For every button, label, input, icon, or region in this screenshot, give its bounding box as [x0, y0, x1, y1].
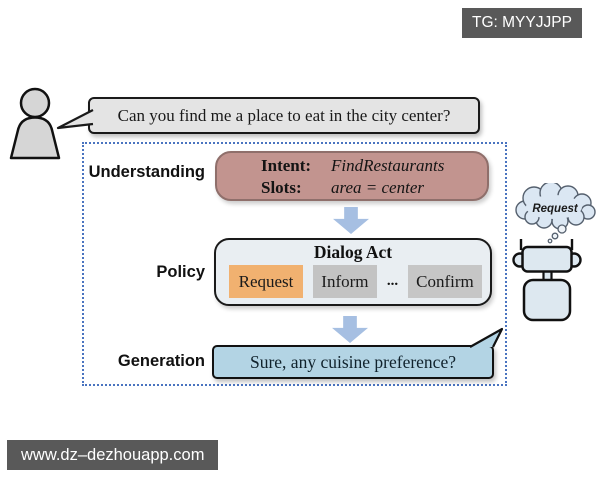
dialog-act-ellipsis: ... [386, 273, 399, 289]
dialog-act-inform-chip: Inform [312, 265, 377, 298]
intent-value: FindRestaurants [331, 156, 445, 175]
dialog-act-title: Dialog Act [313, 242, 393, 262]
slots-value: area = center [331, 178, 424, 197]
intent-key: Intent: [261, 156, 312, 175]
watermark-tg-badge: TG: MYYJJPP [462, 8, 582, 38]
watermark-url-badge: www.dz–dezhouapp.com [7, 440, 219, 470]
user-utterance-text: Can you find me a place to eat in the ci… [117, 105, 451, 125]
slots-row: Slots: area = center [261, 177, 487, 199]
intent-row: Intent: FindRestaurants [261, 155, 487, 177]
understanding-output-box: Intent: FindRestaurants Slots: area = cent… [215, 151, 489, 201]
policy-dialog-act-box: Dialog Act Request Inform ... Confirm [214, 238, 492, 306]
stage-label-policy: Policy [156, 263, 205, 281]
stage-label-generation: Generation [117, 352, 205, 370]
system-response-bubble-tail-icon [469, 327, 504, 348]
dialog-act-request-chip: Request [229, 265, 303, 298]
user-speech-bubble-tail-icon [56, 109, 94, 130]
robot-body [512, 239, 582, 322]
dialog-act-confirm-chip: Confirm [407, 265, 482, 298]
thought-cloud-icon: Request [515, 183, 596, 244]
system-response-bubble: Sure, any cuisine preference? [212, 345, 494, 379]
system-response-text: Sure, any cuisine preference? [249, 351, 456, 372]
system-boundary-box [82, 142, 507, 386]
user-person-icon [9, 87, 61, 160]
user-speech-bubble: Can you find me a place to eat in the ci… [88, 97, 480, 134]
dialog-act-options: Request Inform ... Confirm [229, 264, 482, 299]
thought-text: Request [532, 203, 579, 215]
slots-key: Slots: [261, 178, 302, 197]
stage-label-understanding: Understanding [88, 163, 205, 181]
robot-icon: Request [512, 183, 596, 322]
